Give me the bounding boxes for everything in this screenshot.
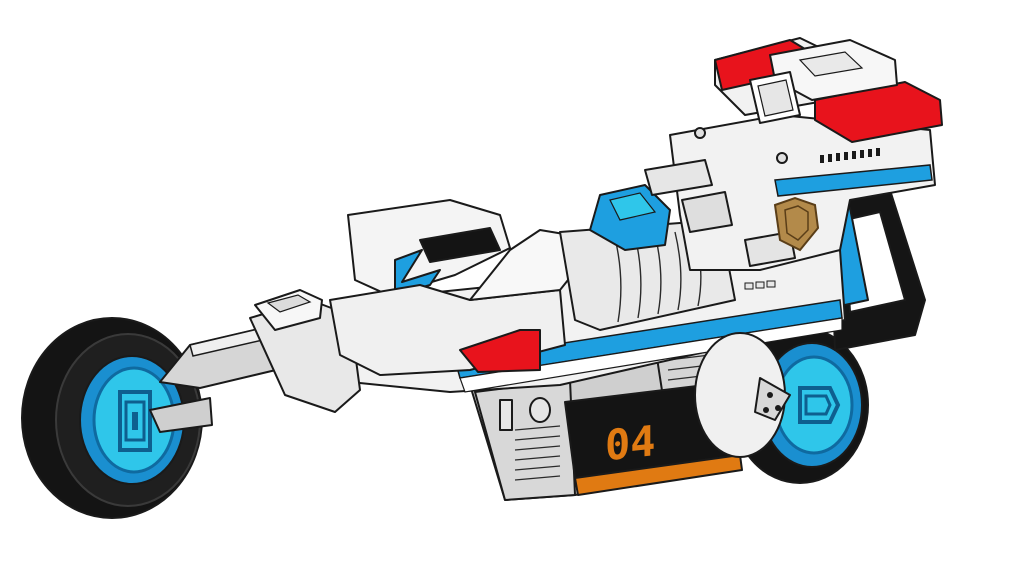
vent-row (820, 148, 880, 163)
rear-tower (644, 114, 936, 290)
rear-hub-cover (694, 332, 791, 458)
police-badge-icon (773, 196, 820, 252)
number-plate: 04 (605, 416, 656, 470)
rim-emblem-icon (118, 390, 152, 452)
siren-light-bar (714, 37, 943, 143)
